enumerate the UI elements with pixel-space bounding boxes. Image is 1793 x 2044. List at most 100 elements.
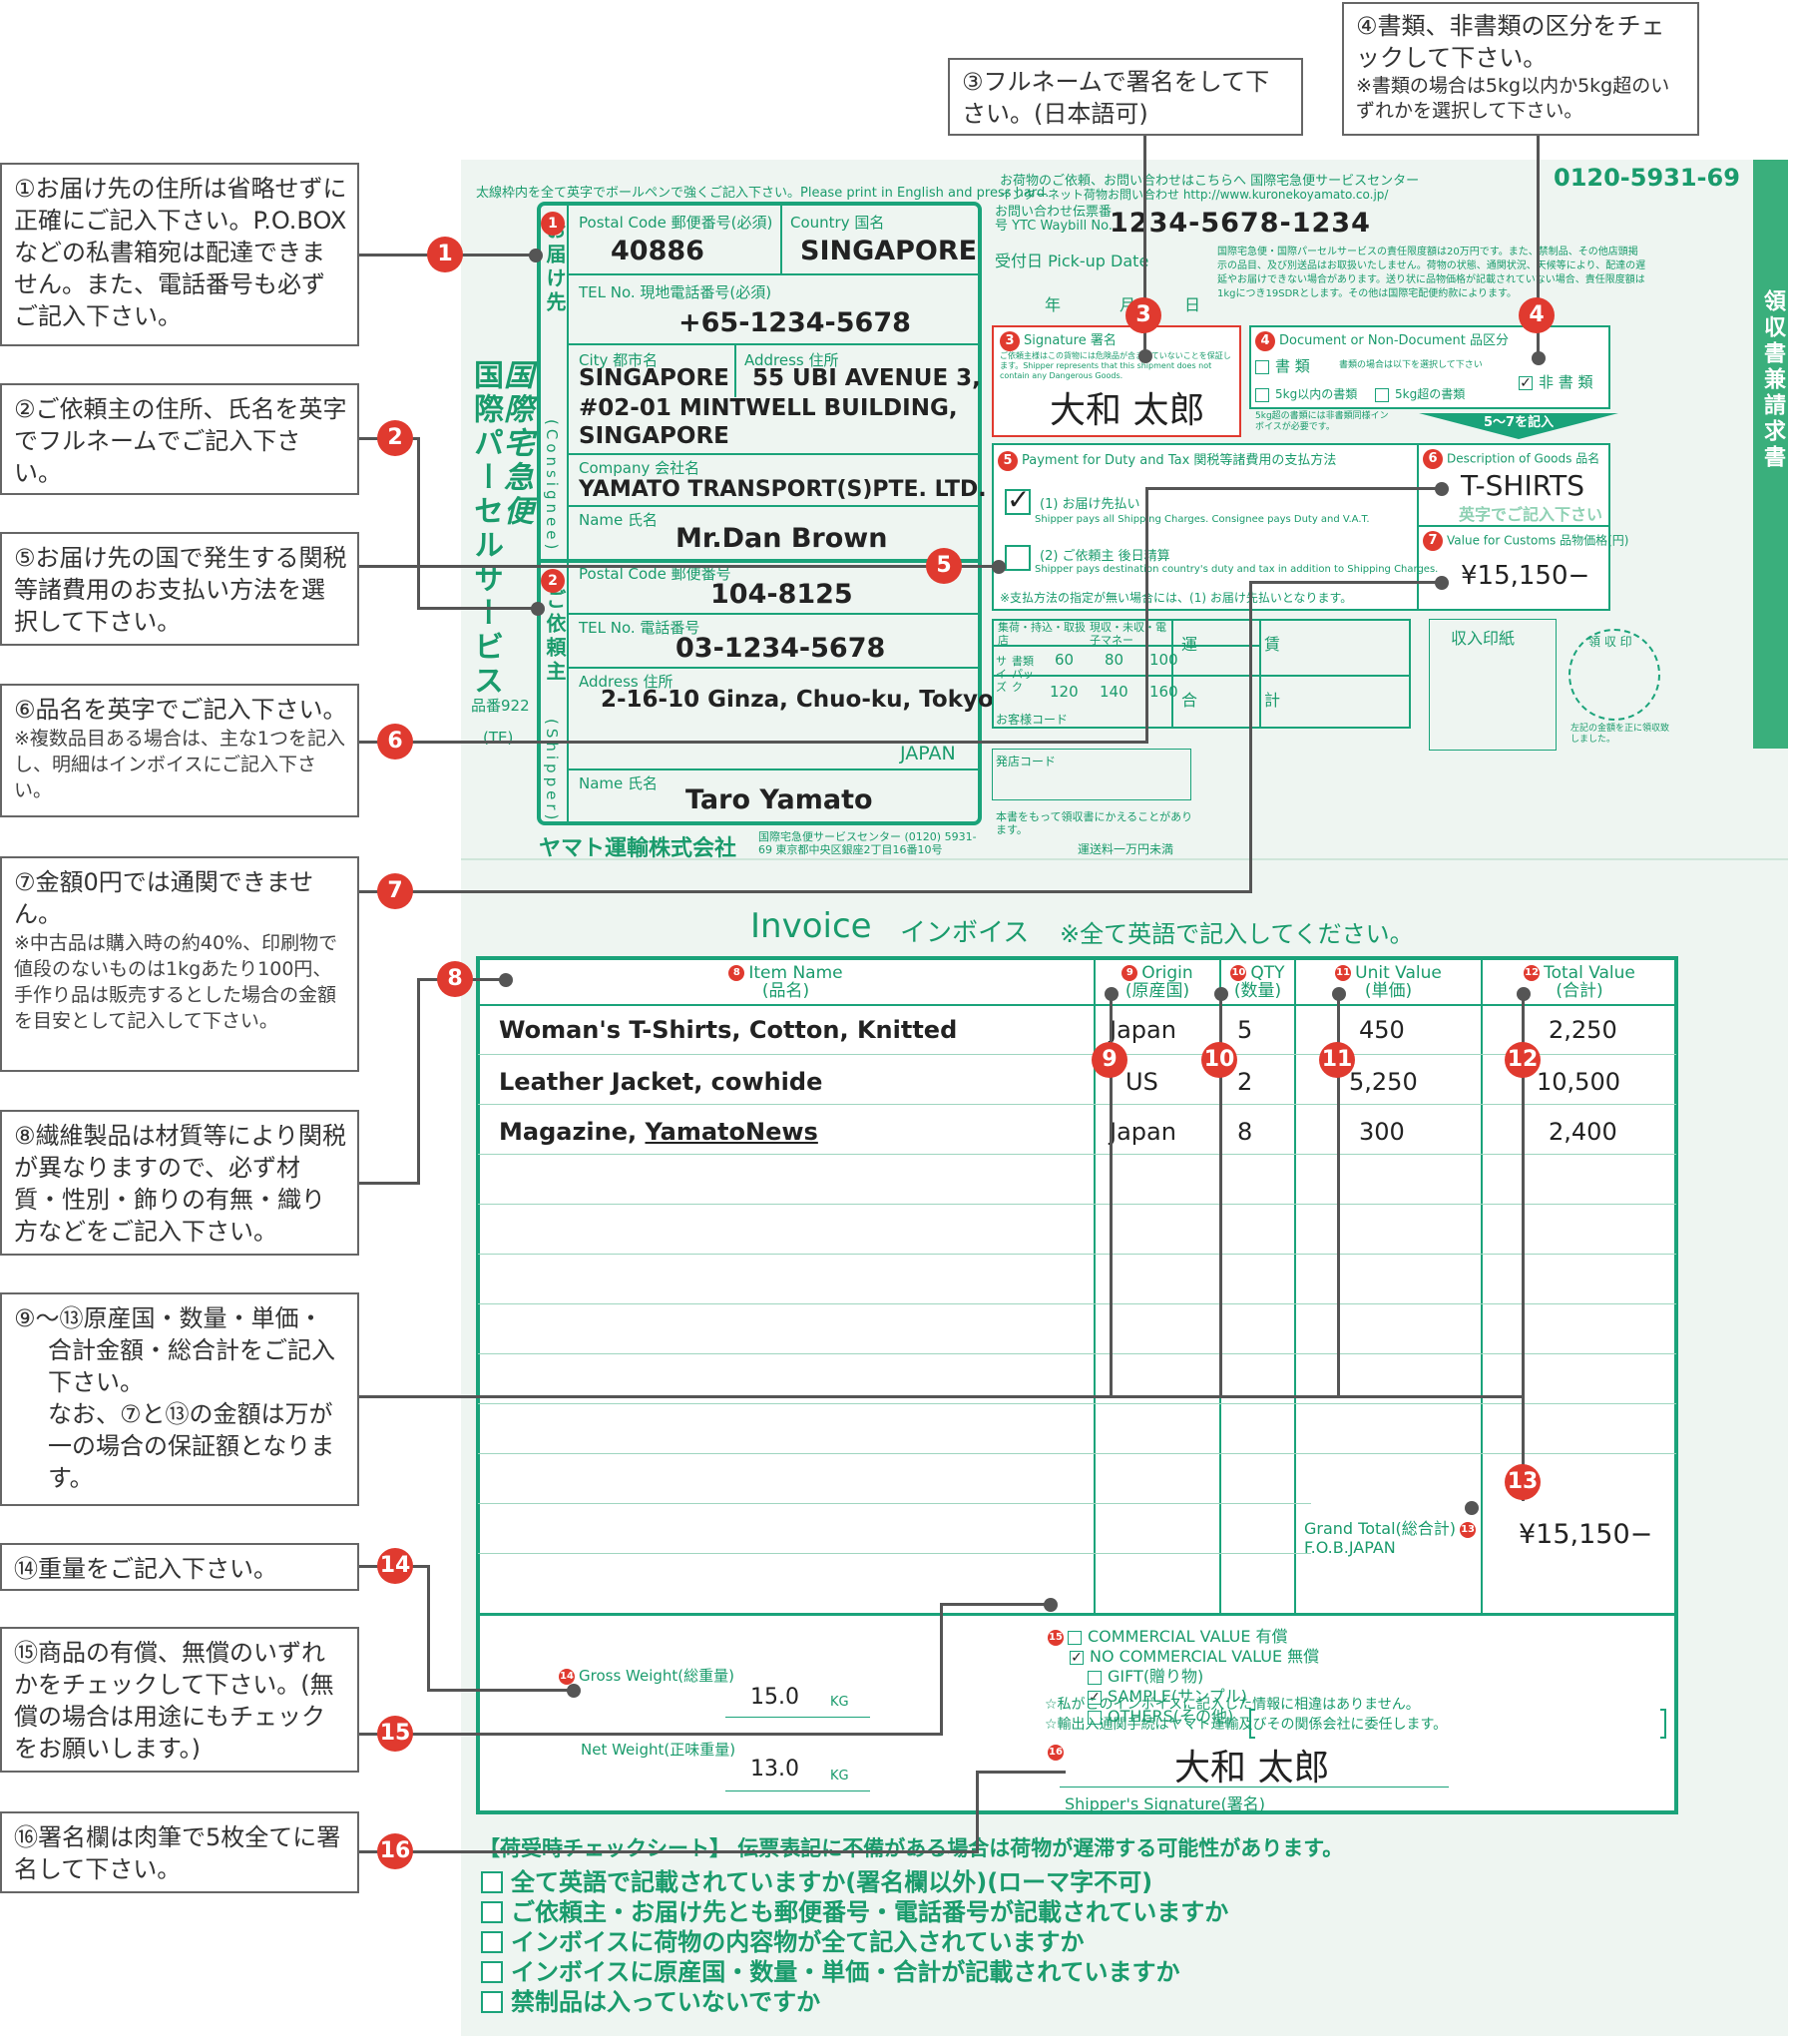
description[interactable]: T-SHIRTS — [1461, 469, 1585, 502]
note-6-sub: ※複数品目ある場合は、主な1つを記入し、明細はインボイスにご記入下さい。 — [14, 728, 346, 801]
note-2: ②ご依頼主の住所、氏名を英字でフルネームでご記入下さい。 — [0, 383, 359, 495]
row-2-item: Leather Jacket, cowhide — [499, 1068, 823, 1096]
checksheet-item-5[interactable]: 禁制品は入っていないですか — [481, 1982, 820, 2017]
note-14: ⑭重量をご記入下さい。 — [0, 1543, 359, 1591]
checksheet-item-4-text: インボイスに原産国・数量・単価・合計が記載されていますか — [511, 1958, 1180, 1986]
checksheet-item-2[interactable]: ご依頼主・お届け先とも郵便番号・電話番号が記載されていますか — [481, 1892, 1228, 1927]
shipper-postal-label: Postal Code 郵便番号 — [579, 565, 731, 583]
marker-10: 10 — [1201, 1042, 1237, 1078]
receipt-seal-circle — [1569, 629, 1660, 721]
pay-option-1-check[interactable]: ✓ — [1005, 483, 1031, 516]
postal-label: Postal Code 郵便番号(必須) — [579, 214, 773, 232]
grand-total-label-2: F.O.B.JAPAN — [1304, 1538, 1396, 1557]
doc-option[interactable]: 書 類 — [1255, 355, 1310, 376]
row-2-unit: 5,250 — [1349, 1068, 1418, 1096]
dot-1 — [529, 249, 543, 262]
checksheet-item-2-text: ご依頼主・お届け先とも郵便番号・電話番号が記載されていますか — [511, 1898, 1229, 1926]
postal-code[interactable]: 40886 — [611, 236, 704, 266]
option-others-text: OTHERS(その他) — [1108, 1707, 1234, 1726]
doc-5kg[interactable]: 5kg以内の書類 — [1255, 385, 1357, 402]
waybill-number: 1234-5678-1234 — [1110, 208, 1371, 239]
note-15: ⑮商品の有償、無償のいずれかをチェックして下さい。(無償の場合は用途にもチェック… — [0, 1627, 359, 1773]
company[interactable]: YAMATO TRANSPORT(S)PTE. LTD. — [579, 477, 987, 502]
desc-label-text: Description of Goods 品名 — [1447, 451, 1600, 466]
shipper-name-label: Name 氏名 — [579, 774, 659, 792]
checksheet-item-3[interactable]: インボイスに荷物の内容物が全て記入されていますか — [481, 1922, 1085, 1957]
receipt-note: 左記の金額を正に領収致しました。 — [1570, 724, 1670, 745]
option-no-commercial[interactable]: ✓NO COMMERCIAL VALUE 無償 — [1070, 1647, 1320, 1666]
doc-5kg-over[interactable]: 5kg超の書類 — [1375, 385, 1465, 402]
city[interactable]: SINGAPORE — [579, 365, 729, 391]
checksheet-item-1[interactable]: 全て英語で記載されていますか(署名欄以外)(ローマ字不可) — [481, 1862, 1152, 1897]
note-3-text: ③フルネームで署名をして下さい。(日本語可) — [962, 68, 1270, 128]
option-sample-text: SAMPLE(サンプル) — [1108, 1687, 1247, 1706]
side-strip — [1753, 160, 1788, 749]
header-item-text: Item Name — [748, 963, 843, 983]
pay-option-2-en: Shipper pays destination country's duty … — [1035, 564, 1439, 575]
note-16: ⑯署名欄は肉筆で5枚全てに署名して下さい。 — [0, 1811, 359, 1893]
shipper-address[interactable]: 2-16-10 Ginza, Chuo-ku, Tokyo — [601, 687, 994, 713]
customs-value[interactable]: ¥15,150− — [1461, 561, 1590, 591]
pay-option-2-check[interactable] — [1005, 545, 1031, 571]
doc-box — [1249, 325, 1610, 409]
consignee-name[interactable]: Mr.Dan Brown — [675, 523, 888, 554]
top-instruction: 太線枠内を全て英字でボールペンで強くご記入下さい。Please print in… — [476, 186, 1050, 201]
note-6: ⑥品名を英字でご記入下さい。 ※複数品目ある場合は、主な1つを記入し、明細はインボ… — [0, 684, 359, 817]
note-16-text: ⑯署名欄は肉筆で5枚全てに署名して下さい。 — [14, 1823, 341, 1883]
doc-note-2: 5kg超の書類には非書類同様インボイスが必要です。 — [1255, 411, 1389, 432]
side-strip-label: 領収書兼請求書 — [1760, 289, 1785, 471]
date-year: 年 — [1045, 295, 1062, 314]
city-label: City 都市名 — [579, 351, 659, 369]
row-2-qty: 2 — [1237, 1068, 1253, 1096]
form-marker-2: 2 — [541, 569, 565, 593]
address-3[interactable]: SINGAPORE — [579, 423, 729, 449]
row-2-total: 10,500 — [1537, 1068, 1620, 1096]
address-label: Address 住所 — [744, 351, 839, 369]
invoice-title: Invoice — [750, 906, 872, 946]
header-origin-text: Origin — [1141, 963, 1193, 983]
tel[interactable]: +65-1234-5678 — [678, 307, 911, 338]
marker-16: 16 — [377, 1833, 413, 1869]
note-7: ⑦金額0円では通関できません。※中古品は購入時の約40%、印刷物で値段のないもの… — [0, 856, 359, 1072]
country[interactable]: SINGAPORE — [800, 236, 978, 266]
date-day: 日 — [1184, 295, 1201, 314]
option-commercial-text: COMMERCIAL VALUE 有償 — [1088, 1627, 1288, 1646]
note-6-text: ⑥品名を英字でご記入下さい。 — [14, 696, 347, 724]
marker-6: 6 — [377, 724, 413, 760]
shipper-name[interactable]: Taro Yamato — [685, 784, 873, 815]
gross-weight-label-text: Gross Weight(総重量) — [579, 1667, 734, 1685]
marker-1: 1 — [427, 237, 463, 272]
declaration: ☆私がこのインボイスに記入した情報に相違はありません。☆輸出入通関手続はヤマト運… — [1045, 1695, 1447, 1735]
shipper-tel[interactable]: 03-1234-5678 — [675, 633, 886, 664]
size-80: 80 — [1105, 651, 1124, 669]
pickup-label: 受付日 Pick-up Date — [995, 252, 1149, 270]
option-others[interactable]: OTHERS(その他) — [1048, 1707, 1319, 1727]
note-2-text: ②ご依頼主の住所、氏名を英字でフルネームでご記入下さい。 — [14, 395, 347, 487]
row-3-qty: 8 — [1237, 1118, 1253, 1146]
size-label: サイズ — [996, 655, 1007, 694]
shipper-postal[interactable]: 104-8125 — [710, 579, 853, 610]
note-5: ⑤お届け先の国で発生する関税等諸費用のお支払い方法を選択して下さい。 — [0, 532, 359, 646]
address-1[interactable]: 55 UBI AVENUE 3, — [752, 365, 981, 391]
note-8-text: ⑧繊維製品は材質等により関税が異なりますので、必ず材質・性別・飾りの有無・織り方… — [14, 1122, 347, 1246]
gross-weight[interactable]: 15.0 — [750, 1685, 799, 1710]
customer-code: お客様コード — [996, 713, 1069, 727]
option-sample[interactable]: ✓SAMPLE(サンプル) — [1088, 1687, 1247, 1706]
option-no-commercial-text: NO COMMERCIAL VALUE 無償 — [1090, 1647, 1320, 1666]
signature-box[interactable] — [992, 325, 1241, 437]
row-3-item: Magazine, YamatoNews — [499, 1118, 818, 1146]
checksheet-item-4[interactable]: インボイスに原産国・数量・単価・合計が記載されていますか — [481, 1952, 1180, 1987]
receipt-text: 本書をもって領収書にかえることがあります。 — [996, 810, 1193, 836]
header-total-jp: (合計) — [1556, 981, 1603, 1001]
size-60: 60 — [1055, 651, 1075, 669]
address-2[interactable]: #02-01 MINTWELL BUILDING, — [579, 395, 958, 421]
option-gift[interactable]: GIFT(贈り物) — [1048, 1667, 1319, 1687]
net-weight[interactable]: 13.0 — [750, 1757, 799, 1782]
pay-option-1: (1) お届け先払い — [1040, 497, 1140, 512]
nondoc-option[interactable]: ✓非 書 類 — [1519, 373, 1593, 391]
